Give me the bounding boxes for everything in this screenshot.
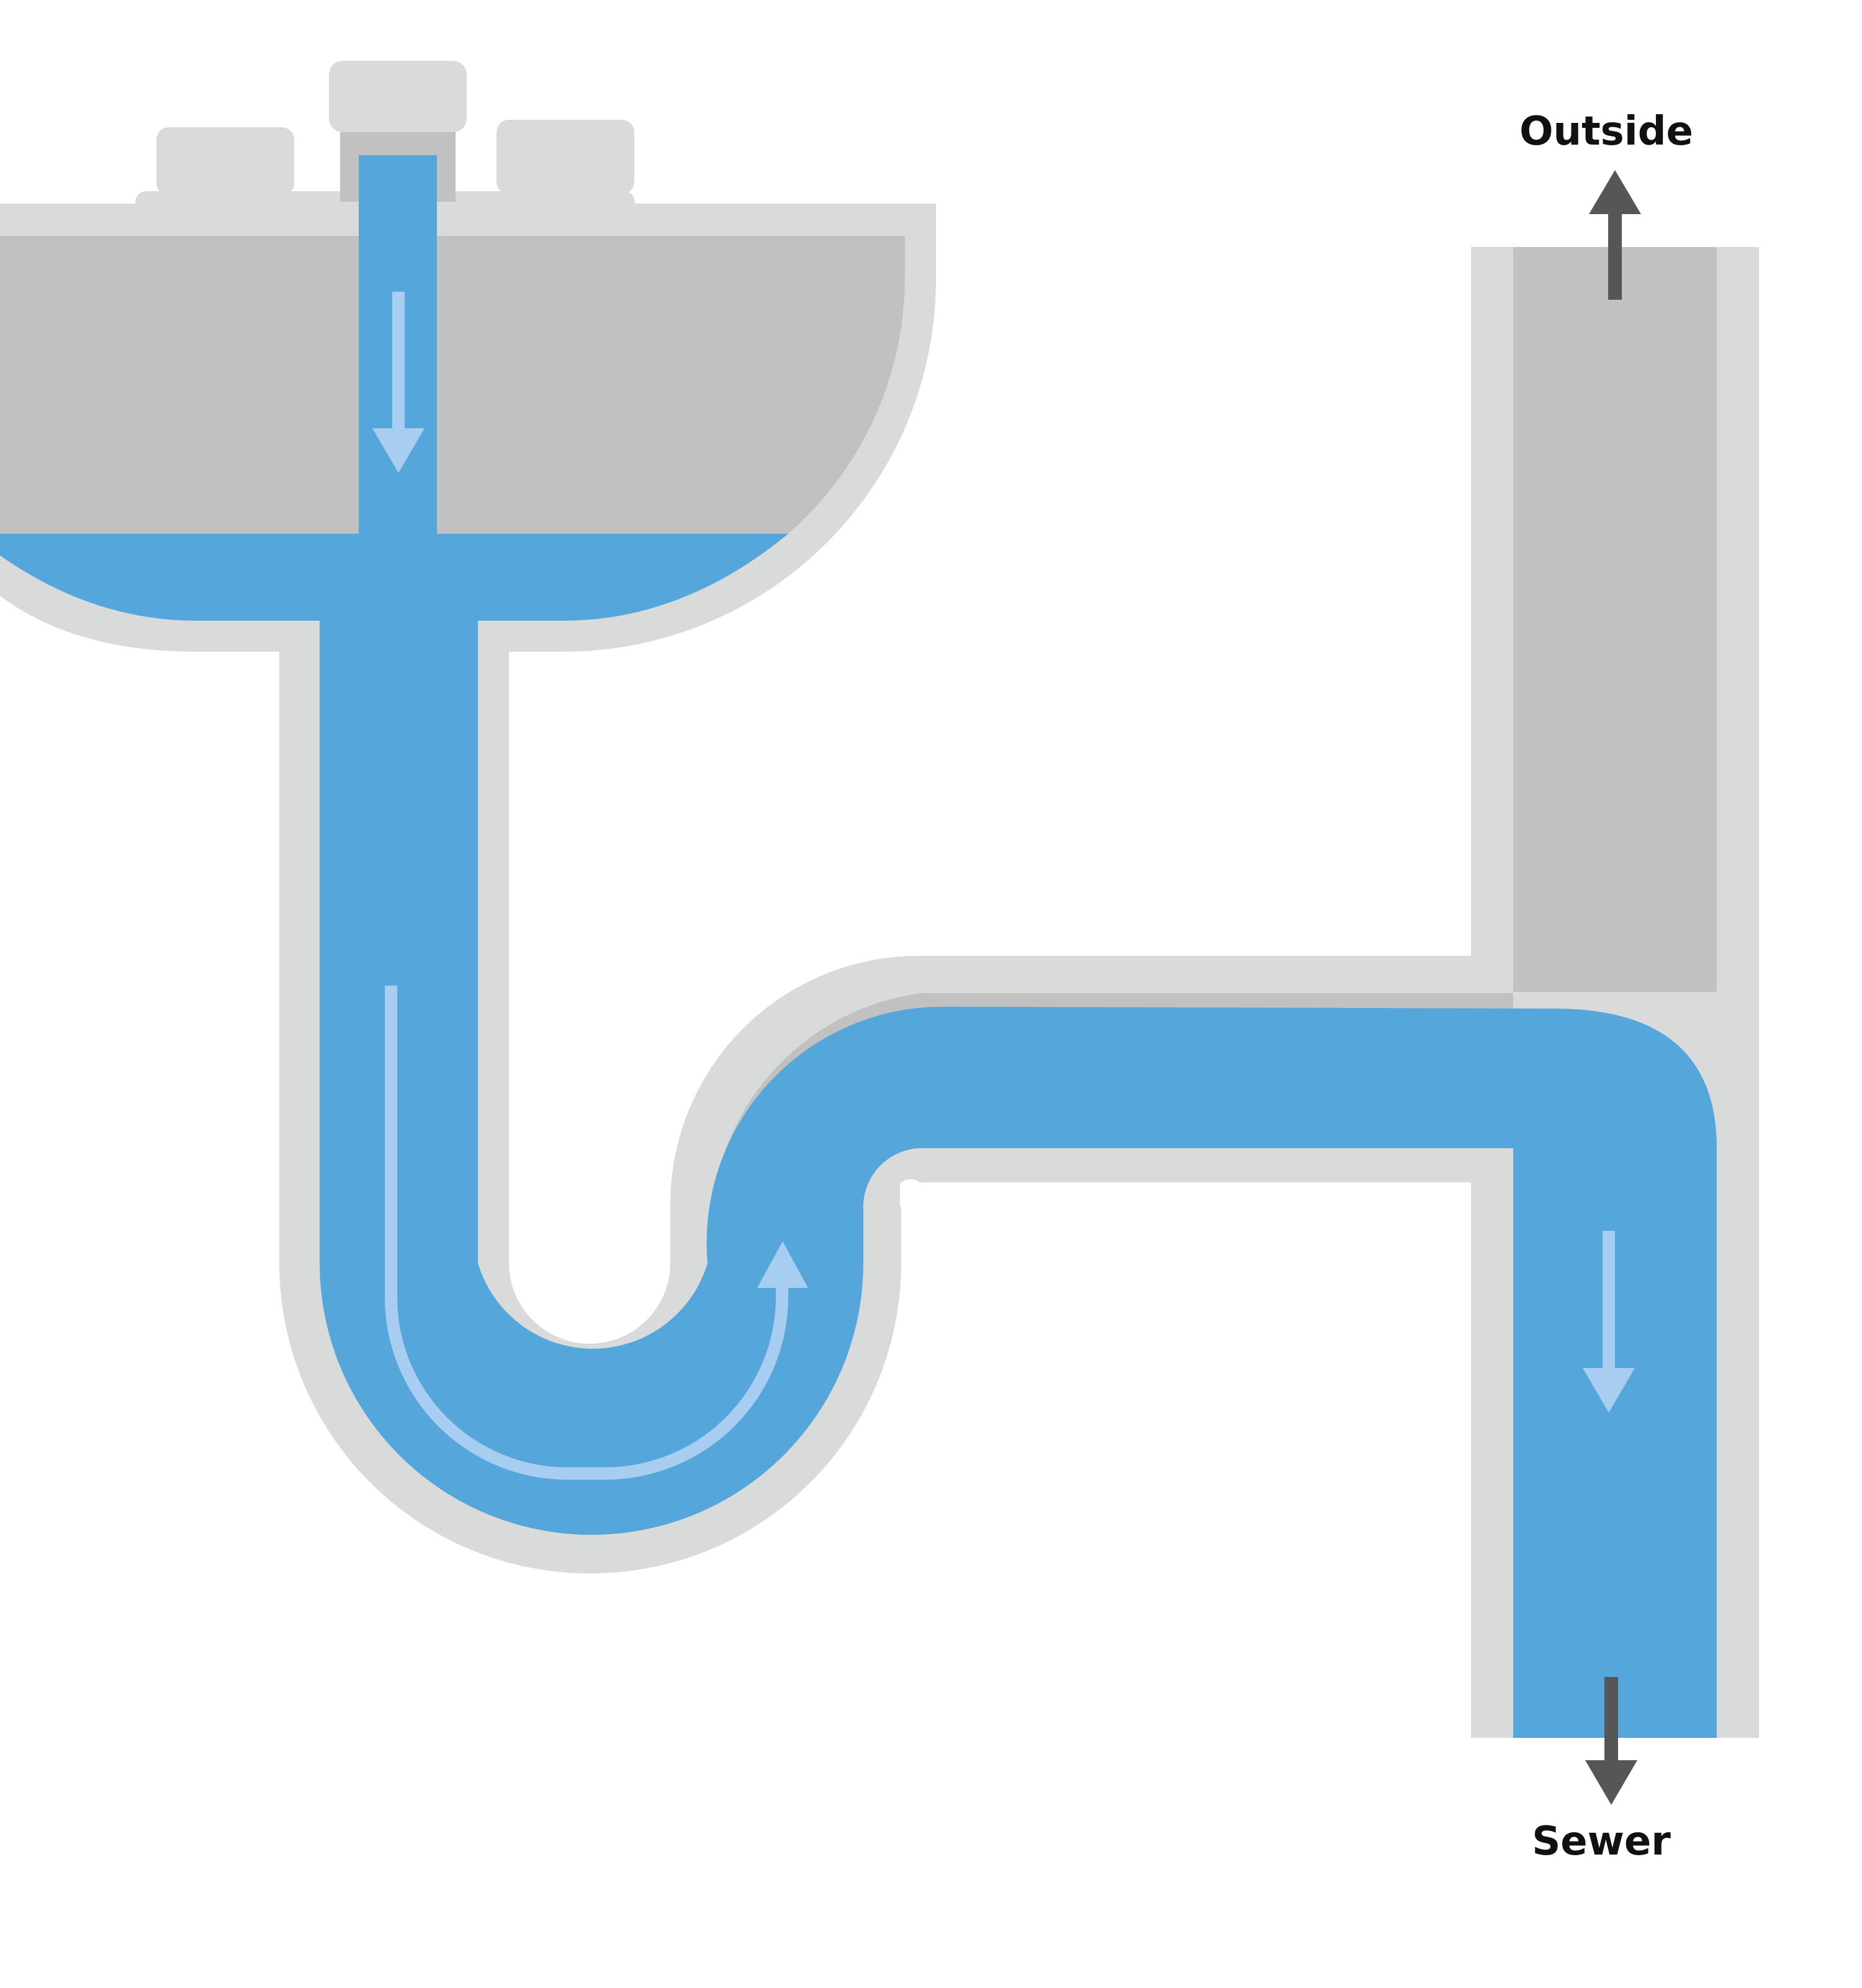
sink-basin-interior <box>0 236 905 534</box>
outside-arrow <box>1589 170 1641 300</box>
trap-flow-arrow-head <box>757 1241 808 1288</box>
trap-flow-arrow-path <box>385 986 788 1480</box>
sewer-arrow-head <box>1585 1760 1637 1805</box>
faucet-left-handle <box>156 127 294 196</box>
sewer-arrow-shaft <box>1604 1677 1618 1764</box>
sink-water <box>0 534 788 621</box>
stack-flow-arrow-head <box>1583 1368 1635 1413</box>
faucet <box>135 61 635 214</box>
vent-stack-interior <box>1513 247 1717 992</box>
faucet-flow-arrow-shaft <box>392 292 405 431</box>
sewer-arrow <box>1585 1677 1637 1805</box>
outside-label: Outside <box>1519 109 1693 155</box>
faucet-right-handle <box>497 120 634 194</box>
sewer-label: Sewer <box>1532 1819 1671 1864</box>
outside-arrow-shaft <box>1608 208 1622 300</box>
outside-arrow-head <box>1589 170 1641 214</box>
faucet-flow-arrow-head <box>372 428 425 473</box>
flow-arrows <box>372 292 1635 1480</box>
faucet-spout-cap <box>329 61 467 132</box>
stack-flow-arrow-shaft <box>1603 1231 1615 1370</box>
